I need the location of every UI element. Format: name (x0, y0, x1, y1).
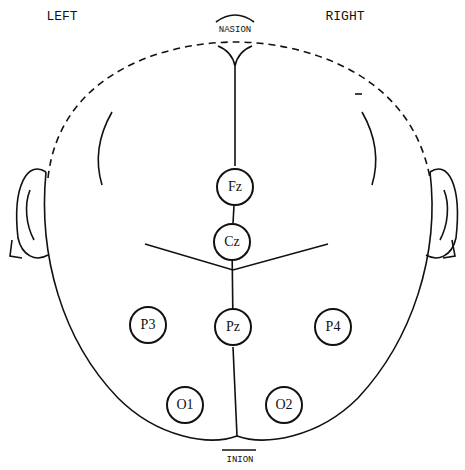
electrode-circle: P4 (314, 308, 352, 346)
side-label: LEFT (45, 9, 78, 24)
electrode-circle: P3 (129, 306, 167, 344)
midline-connector (232, 261, 234, 308)
side-label: RIGHT (324, 9, 365, 24)
electrode-label: P4 (326, 319, 341, 335)
electrode-circle: Cz (213, 223, 251, 261)
electrode-label: O1 (176, 397, 193, 413)
midline-connector (233, 206, 235, 223)
electrode-label: Cz (224, 234, 240, 250)
electrode-circle: O2 (265, 386, 303, 424)
electrode-circle: Pz (214, 308, 252, 346)
landmark-label: INION (225, 455, 254, 465)
electrode-circle: O1 (166, 386, 204, 424)
electrode-label: P3 (141, 317, 156, 333)
electrode-label: O2 (275, 397, 292, 413)
landmark-label: NASION (218, 25, 252, 35)
electrode-label: Pz (226, 319, 240, 335)
electrode-label: Fz (228, 179, 242, 195)
electrode-circle: Fz (216, 168, 254, 206)
